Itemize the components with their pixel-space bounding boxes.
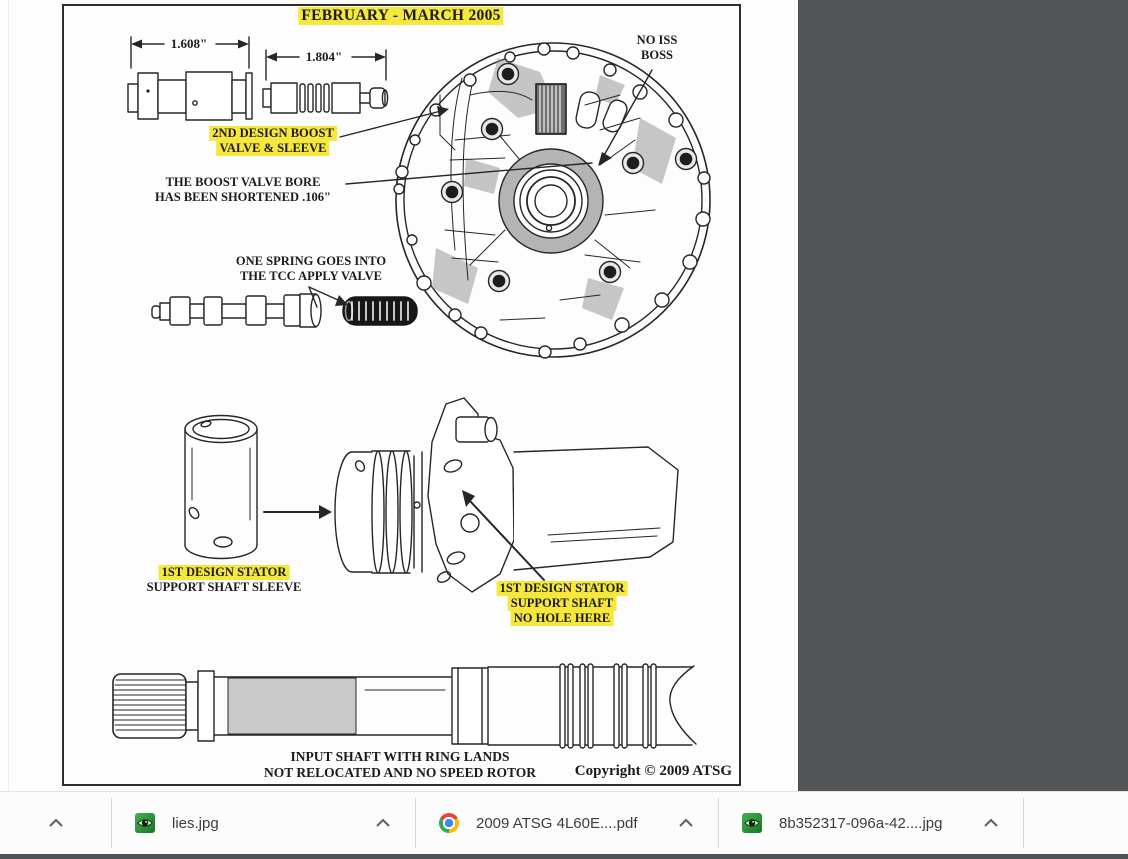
page-left-edge <box>8 0 9 791</box>
downloads-bar-divider <box>1023 798 1024 848</box>
download-item-lies-jpg[interactable]: lies.jpg <box>112 792 415 854</box>
label-line: NO ISS <box>636 33 678 47</box>
download-filename: 8b352317-096a-42....jpg <box>779 814 943 832</box>
label-line: ONE SPRING GOES INTO <box>235 254 387 268</box>
page-title: FEBRUARY - MARCH 2005 <box>298 7 504 25</box>
downloads-bar-divider <box>415 798 416 848</box>
label-line: BOSS <box>641 48 673 62</box>
downloads-bar-empty-section <box>1024 792 1128 854</box>
download-item-menu-chevron[interactable] <box>371 814 395 832</box>
label-line: 2ND DESIGN BOOST <box>209 126 337 141</box>
dimension-label-valve: 1.804" <box>306 49 342 64</box>
downloads-bar: lies.jpg 2009 ATSG 4L60E....pdf <box>0 791 1128 854</box>
chrome-pdf-icon <box>439 813 459 833</box>
viewer-background <box>798 0 1128 791</box>
label-line: 1ST DESIGN STATOR <box>158 565 290 580</box>
label-line: 1ST DESIGN STATOR <box>496 581 628 596</box>
label-boost-bore: THE BOOST VALVE BORE HAS BEEN SHORTENED … <box>155 175 331 205</box>
label-line: INPUT SHAFT WITH RING LANDS <box>290 749 510 764</box>
download-filename: lies.jpg <box>172 814 219 832</box>
downloads-bar-divider <box>111 798 112 848</box>
technical-diagram <box>0 0 798 791</box>
copyright-notice: Copyright © 2009 ATSG <box>574 763 732 779</box>
label-line: THE BOOST VALVE BORE <box>165 175 321 189</box>
tcc-valve-drawing <box>152 294 321 327</box>
label-boost-valve-sleeve: 2ND DESIGN BOOST VALVE & SLEEVE <box>209 126 337 156</box>
figure-frame <box>62 4 741 786</box>
downloads-bar-divider <box>718 798 719 848</box>
chevron-up-icon <box>679 818 693 827</box>
downloads-collapse-chevron[interactable] <box>44 814 68 832</box>
download-item-8b352317-jpg[interactable]: 8b352317-096a-42....jpg <box>719 792 1023 854</box>
download-item-menu-chevron[interactable] <box>979 814 1003 832</box>
chevron-up-icon <box>376 818 390 827</box>
input-shaft-drawing <box>113 664 696 748</box>
eye-thumbnail-icon <box>744 819 760 827</box>
download-filename: 2009 ATSG 4L60E....pdf <box>476 814 638 832</box>
dimension-value: 1.608" <box>170 36 208 51</box>
chevron-up-icon <box>984 818 998 827</box>
label-line: THE TCC APPLY VALVE <box>239 269 383 283</box>
page-title-text: FEBRUARY - MARCH 2005 <box>298 7 504 25</box>
download-item-atsg-pdf[interactable]: 2009 ATSG 4L60E....pdf <box>416 792 718 854</box>
label-line: SUPPORT SHAFT <box>507 596 617 611</box>
label-tcc-spring: ONE SPRING GOES INTO THE TCC APPLY VALVE <box>236 254 386 284</box>
label-line: HAS BEEN SHORTENED .106" <box>155 190 331 204</box>
label-no-iss-boss: NO ISS BOSS <box>637 33 678 63</box>
chevron-up-icon <box>48 818 63 827</box>
boost-valve-sleeve-drawing <box>128 37 252 120</box>
image-file-icon <box>742 813 762 833</box>
stator-sleeve-drawing <box>185 416 257 559</box>
label-stator-sleeve: 1ST DESIGN STATOR SUPPORT SHAFT SLEEVE <box>146 565 302 595</box>
dimension-label-sleeve: 1.608" <box>171 36 207 51</box>
label-line: NO HOLE HERE <box>510 611 614 626</box>
annotation-arrows <box>264 70 652 580</box>
pump-body-drawing <box>394 43 710 358</box>
eye-thumbnail-icon <box>137 819 153 827</box>
label-line: SUPPORT SHAFT SLEEVE <box>146 580 302 594</box>
label-input-shaft: INPUT SHAFT WITH RING LANDS NOT RELOCATE… <box>264 749 536 780</box>
downloads-bar-left-section <box>0 792 111 854</box>
boost-valve-drawing <box>263 50 388 113</box>
dimension-value: 1.804" <box>305 49 343 64</box>
image-file-icon <box>135 813 155 833</box>
download-item-menu-chevron[interactable] <box>674 814 698 832</box>
window-bottom-edge <box>0 854 1128 859</box>
spring-drawing <box>343 297 417 325</box>
label-stator-shaft: 1ST DESIGN STATOR SUPPORT SHAFT NO HOLE … <box>496 581 628 626</box>
stator-shaft-drawing <box>335 398 678 592</box>
label-line: VALVE & SLEEVE <box>216 141 330 156</box>
pdf-viewer-area[interactable]: FEBRUARY - MARCH 2005 1.608" 1.804" 2ND … <box>0 0 1128 791</box>
label-line: NOT RELOCATED AND NO SPEED ROTOR <box>264 764 536 780</box>
